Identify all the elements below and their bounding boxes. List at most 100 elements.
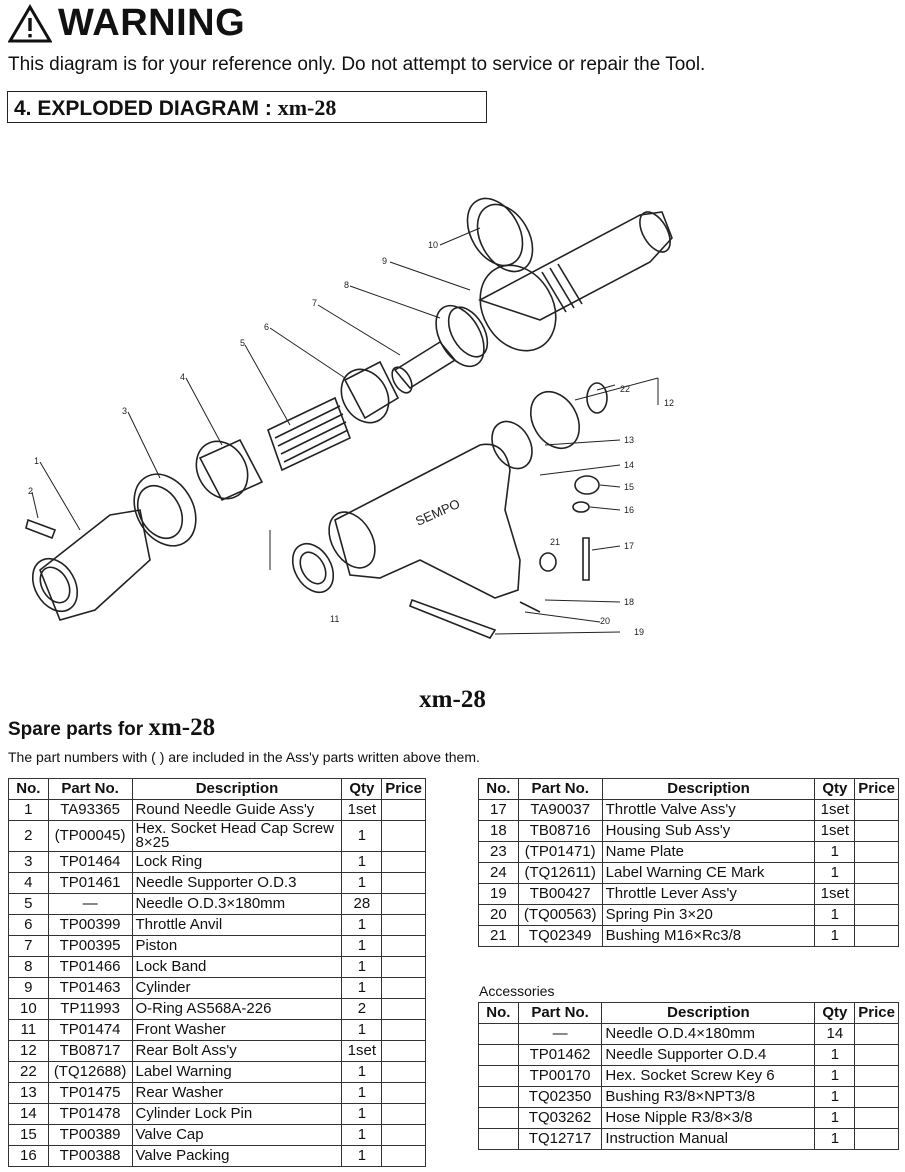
callout-labels: 1 2 3 4 5 6 7 8 9 10 11 12 13 14 15 16 1… [28, 240, 674, 637]
cell-no [478, 1044, 519, 1066]
cell-qty: 1 [341, 935, 383, 957]
cell-no: 23 [478, 841, 519, 863]
cell-description: Bushing M16×Rc3/8 [601, 925, 816, 947]
cell-no [478, 1107, 519, 1129]
cell-no: 13 [8, 1082, 49, 1104]
spare-parts-note: The part numbers with ( ) are included i… [8, 749, 480, 765]
cell-price [854, 1023, 899, 1045]
svg-text:1: 1 [34, 456, 39, 466]
cell-description: Hex. Socket Head Cap Screw 8×25 [131, 820, 343, 852]
part-needle-guide [39, 509, 151, 621]
part-throttle-anvil [340, 368, 390, 424]
cell-description: Cylinder Lock Pin [131, 1103, 343, 1125]
cell-part-no: TP00170 [517, 1065, 603, 1087]
cell-no [478, 1065, 519, 1087]
cell-no [478, 1023, 519, 1045]
header-no: No. [8, 778, 49, 800]
cell-price [854, 883, 899, 905]
cell-price [854, 841, 899, 863]
cell-price [854, 1065, 899, 1087]
cell-qty: 1 [814, 904, 856, 926]
cell-description: Name Plate [601, 841, 816, 863]
cell-qty: 1 [814, 841, 856, 863]
cell-no: 15 [8, 1124, 49, 1146]
header-qty: Qty [341, 778, 383, 800]
cell-part-no: TQ02349 [517, 925, 603, 947]
cell-no: 7 [8, 935, 49, 957]
part-label [586, 382, 608, 414]
cell-description: Needle O.D.4×180mm [601, 1023, 816, 1045]
header-part-no: Part No. [47, 778, 133, 800]
cell-no: 8 [8, 956, 49, 978]
cell-part-no: TP01475 [47, 1082, 133, 1104]
part-o-ring-a [466, 197, 524, 267]
cell-qty: 1 [341, 1019, 383, 1041]
cell-description: Piston [131, 935, 343, 957]
cell-price [854, 1128, 899, 1150]
part-lock-band [435, 304, 485, 368]
cell-no: 5 [8, 893, 49, 915]
cell-part-no: (TP00045) [47, 820, 133, 852]
cell-price [854, 1086, 899, 1108]
svg-text:7: 7 [312, 298, 317, 308]
cell-part-no: TB08716 [517, 820, 603, 842]
table-header: No. Part No. Description Qty Price [478, 1002, 899, 1024]
cell-description: Spring Pin 3×20 [601, 904, 816, 926]
cell-price [381, 1019, 426, 1041]
cell-part-no: TA90037 [517, 799, 603, 821]
cell-no [478, 1086, 519, 1108]
cell-part-no: — [517, 1023, 603, 1045]
cell-no: 18 [478, 820, 519, 842]
header-description: Description [131, 778, 343, 800]
part-screw [25, 518, 57, 540]
accessories-table: No. Part No. Description Qty Price —Need… [478, 1002, 899, 1150]
cell-description: Rear Bolt Ass'y [131, 1040, 343, 1062]
cell-description: Front Washer [131, 1019, 343, 1041]
cell-qty: 1 [814, 925, 856, 947]
cell-part-no: — [47, 893, 133, 915]
cell-no: 3 [8, 851, 49, 873]
cell-part-no: (TQ12611) [517, 862, 603, 884]
cell-qty: 1 [814, 1107, 856, 1129]
cell-description: Round Needle Guide Ass'y [131, 799, 343, 821]
header-part-no: Part No. [517, 778, 603, 800]
svg-text:16: 16 [624, 505, 634, 515]
cell-price [381, 977, 426, 999]
svg-text:11: 11 [330, 614, 339, 624]
part-needle-supporter [195, 440, 249, 500]
part-valve-cap [574, 475, 600, 495]
svg-text:5: 5 [240, 338, 245, 348]
cell-part-no: TP00399 [47, 914, 133, 936]
cell-qty: 1set [341, 799, 383, 821]
cell-qty: 1set [814, 883, 856, 905]
section-title: 4. EXPLODED DIAGRAM : xm-28 [7, 91, 487, 123]
warning-text: This diagram is for your reference only.… [8, 54, 706, 75]
cell-qty: 1 [341, 1082, 383, 1104]
svg-text:8: 8 [344, 280, 349, 290]
cell-no [478, 1128, 519, 1150]
cell-qty: 1 [341, 820, 383, 852]
cell-description: Label Warning [131, 1061, 343, 1083]
cell-price [854, 925, 899, 947]
spare-title-model: xm-28 [148, 714, 216, 741]
cell-description: Throttle Anvil [131, 914, 343, 936]
part-spring-pin [519, 601, 541, 613]
cell-price [381, 820, 426, 852]
